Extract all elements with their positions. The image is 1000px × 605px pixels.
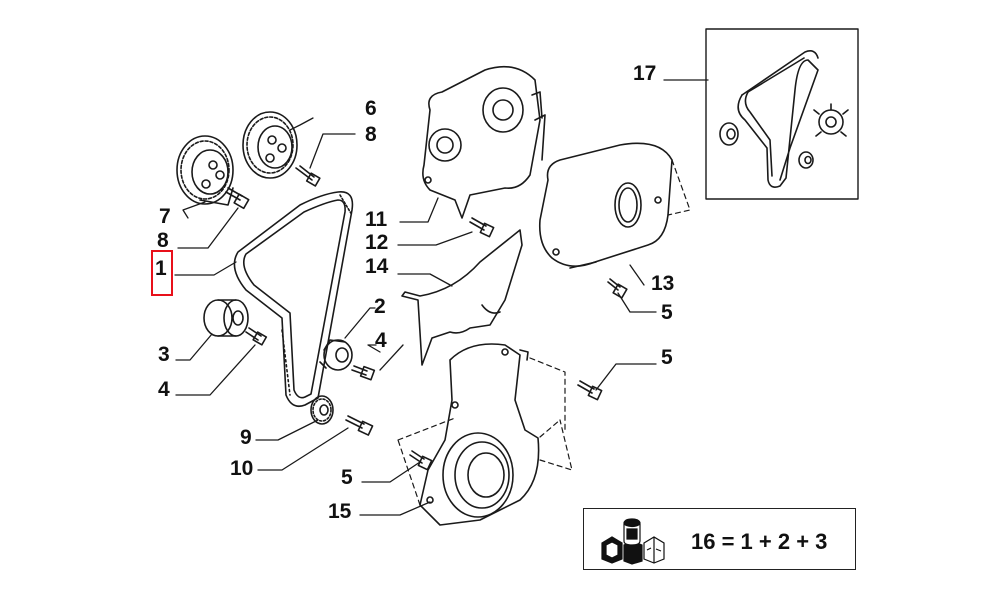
callout-13[interactable]: 13	[651, 272, 675, 295]
bolt-5-right	[577, 380, 603, 401]
kit-formula: 16 = 1 + 2 + 3	[691, 529, 828, 554]
bolt-8-upper	[295, 165, 321, 187]
callout-11[interactable]: 11	[365, 208, 388, 231]
callout-5-cover[interactable]: 5	[661, 301, 673, 324]
crankshaft-gear-9	[310, 395, 334, 425]
upper-front-cover-13	[538, 142, 673, 269]
bolt-10	[345, 415, 374, 436]
bolt-12	[469, 217, 495, 238]
upper-rear-cover-11	[422, 65, 546, 219]
callout-12[interactable]: 12	[365, 231, 389, 254]
callout-5-lower[interactable]: 5	[341, 466, 353, 489]
callout-15[interactable]: 15	[328, 500, 352, 523]
leader-lines	[174, 79, 709, 516]
bolt-4-left	[245, 327, 268, 346]
callout-2[interactable]: 2	[374, 295, 386, 318]
idler-pulley-3	[203, 299, 249, 337]
callout-6[interactable]: 6	[365, 97, 377, 120]
camshaft-pulley-6	[242, 111, 298, 179]
water-pump-belt-kit-17	[719, 50, 849, 188]
inset-box-17	[705, 28, 859, 200]
callout-17[interactable]: 17	[633, 62, 657, 85]
callout-9[interactable]: 9	[240, 426, 252, 449]
tensioner-2	[319, 339, 353, 371]
camshaft-pulley-7	[176, 135, 234, 206]
callout-5-right[interactable]: 5	[661, 346, 673, 369]
callout-7[interactable]: 7	[159, 205, 171, 228]
timing-belt-1	[233, 191, 354, 408]
assembly-lines	[397, 159, 691, 506]
bolt-8-lower	[225, 187, 250, 210]
bolt-4-right	[351, 365, 376, 381]
kit-composition-box: 16 = 1 + 2 + 3	[583, 508, 856, 570]
callout-10[interactable]: 10	[230, 457, 254, 480]
kit-parts-icon	[601, 518, 665, 565]
bolt-5-upper-cover	[607, 278, 628, 299]
middle-cover-14	[401, 229, 523, 366]
lower-cover-15	[419, 343, 540, 526]
callout-1[interactable]: 1	[155, 257, 167, 280]
selected-item-highlight	[151, 250, 173, 296]
callout-4-right[interactable]: 4	[375, 329, 387, 352]
callout-8-lower[interactable]: 8	[157, 229, 169, 252]
callout-14[interactable]: 14	[365, 255, 389, 278]
callout-4-left[interactable]: 4	[158, 378, 170, 401]
callout-8-upper[interactable]: 8	[365, 123, 377, 146]
callout-3[interactable]: 3	[158, 343, 170, 366]
